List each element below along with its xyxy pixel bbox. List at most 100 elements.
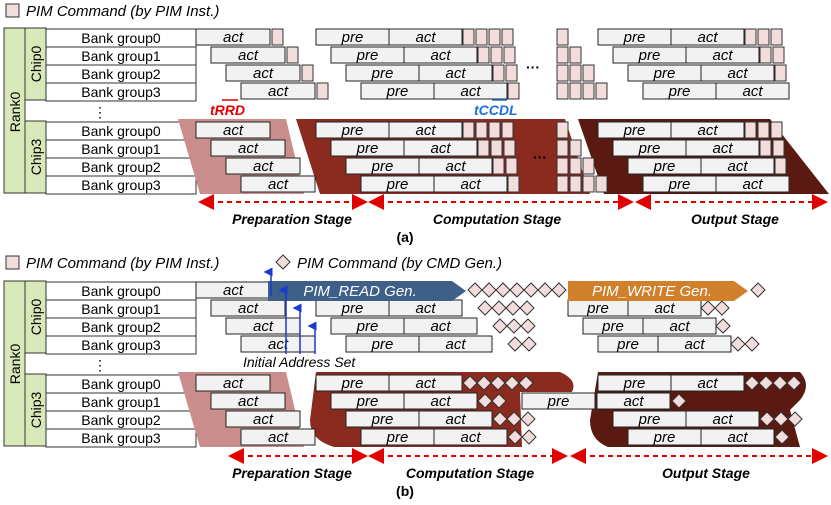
cmd-gen-legend-swatch: [275, 254, 291, 270]
pim-read-gen-arrow: [268, 281, 466, 301]
act-command-label: act: [712, 411, 733, 428]
pim-inst-command: [556, 64, 569, 82]
pre-command-label: pre: [371, 65, 394, 82]
prep-stage-label-b: Preparation Stage: [232, 465, 352, 481]
act-command-label: act: [697, 122, 718, 139]
cmd-gen-command: [477, 300, 493, 316]
act-command-box: [670, 121, 745, 139]
pim-inst-command: [582, 82, 595, 100]
act-command-label: act: [445, 65, 466, 82]
pim-inst-command: [490, 46, 503, 64]
pre-command-label: pre: [616, 336, 639, 353]
act-command-box: [685, 410, 760, 428]
pim-inst-command: [492, 64, 505, 82]
act-command-label: act: [712, 140, 733, 157]
bank-group-label: Bank group2: [81, 66, 161, 82]
bank-group-label: Bank group0: [81, 30, 161, 46]
rows-ellipsis: ⋮: [93, 104, 107, 120]
pim-inst-command: [271, 28, 284, 46]
caption-b: (b): [396, 483, 414, 499]
pim-inst-command: [556, 28, 569, 46]
act-command-label: act: [460, 176, 481, 193]
bank-group-label: Bank group2: [81, 319, 161, 335]
cmd-gen-command: [492, 411, 508, 427]
rank-label-box-b: [3, 280, 26, 447]
act-command-box: [685, 139, 760, 157]
pim-inst-command: [556, 139, 569, 157]
act-command-box: [700, 64, 775, 82]
rows-ellipsis-b: ⋮: [93, 357, 107, 373]
pim-inst-command: [501, 28, 514, 46]
pim-inst-command: [475, 28, 488, 46]
cmd-gen-command: [521, 336, 537, 352]
cmd-gen-command: [491, 393, 507, 409]
act-command-box: [195, 374, 271, 392]
pim-inst-command: [492, 157, 505, 175]
cmd-gen-command: [787, 411, 803, 427]
act-command-label: act: [253, 411, 274, 428]
act-command-label: act: [697, 375, 718, 392]
chip0-label: Chip0: [28, 46, 44, 83]
pre-command-label: pre: [586, 300, 609, 317]
pre-command-label: pre: [601, 318, 624, 335]
pim-write-gen-arrow: [568, 281, 748, 301]
pre-command-label: pre: [653, 65, 676, 82]
cmd-gen-command: [491, 300, 507, 316]
act-command-label: act: [430, 140, 451, 157]
cmd-gen-command: [495, 282, 511, 298]
cmd-gen-command: [730, 336, 746, 352]
cmd-gen-command: [506, 318, 522, 334]
cmd-gen-command: [551, 282, 567, 298]
act-command-label: act: [268, 176, 289, 193]
cmd-gen-command: [490, 375, 506, 391]
chip3-label-b: Chip3: [28, 392, 44, 429]
act-command-label: act: [253, 158, 274, 175]
pre-command-label: pre: [638, 47, 661, 64]
act-command-label: act: [445, 336, 466, 353]
bank-group-label: Bank group1: [81, 141, 161, 157]
pim-inst-command: [286, 46, 299, 64]
comp-stage-label-b: Computation Stage: [406, 465, 535, 481]
pim-inst-command: [569, 139, 582, 157]
chip0-label-b: Chip0: [28, 299, 44, 336]
act-command-label: act: [268, 336, 289, 353]
pim-inst-command: [582, 64, 595, 82]
pim-inst-command: [772, 139, 785, 157]
bank-group-label: Bank group3: [81, 430, 161, 446]
pim-inst-command: [774, 64, 787, 82]
chip3-label: Chip3: [28, 139, 44, 176]
act-command-box: [225, 157, 301, 175]
prep-stage-label-a: Preparation Stage: [232, 211, 352, 227]
act-command-box: [210, 139, 286, 157]
act-command-label: act: [727, 429, 748, 446]
cmd-gen-command: [772, 375, 788, 391]
cmd-gen-command: [509, 282, 525, 298]
cmd-gen-command: [467, 282, 483, 298]
rank-label-box: [3, 27, 26, 194]
cmd-gen-command: [759, 411, 775, 427]
act-command-label: act: [712, 47, 733, 64]
act-command-label: act: [253, 318, 274, 335]
act-command-label: act: [415, 300, 436, 317]
pim-inst-command: [595, 175, 608, 193]
act-command-label: act: [238, 393, 259, 410]
act-command-box: [388, 374, 463, 392]
act-command-label: act: [268, 83, 289, 100]
pre-command-label: pre: [638, 140, 661, 157]
pre-command-label: pre: [341, 122, 364, 139]
act-command-box: [670, 374, 745, 392]
legend-cmd-gen: PIM Command (by CMD Gen.): [297, 255, 502, 272]
pre-command-label: pre: [623, 29, 646, 46]
pim-inst-legend-swatch: [5, 3, 20, 18]
pre-command-box: [521, 392, 596, 410]
pim-inst-command: [462, 28, 475, 46]
act-command-label: act: [223, 375, 244, 392]
pim-inst-command: [757, 28, 770, 46]
act-command-label: act: [742, 83, 763, 100]
act-command-box: [388, 28, 463, 46]
act-command-label: act: [445, 158, 466, 175]
act-command-label: act: [415, 375, 436, 392]
output-stage-label-a: Output Stage: [691, 211, 779, 227]
act-command-label: act: [742, 176, 763, 193]
act-command-label: act: [460, 429, 481, 446]
